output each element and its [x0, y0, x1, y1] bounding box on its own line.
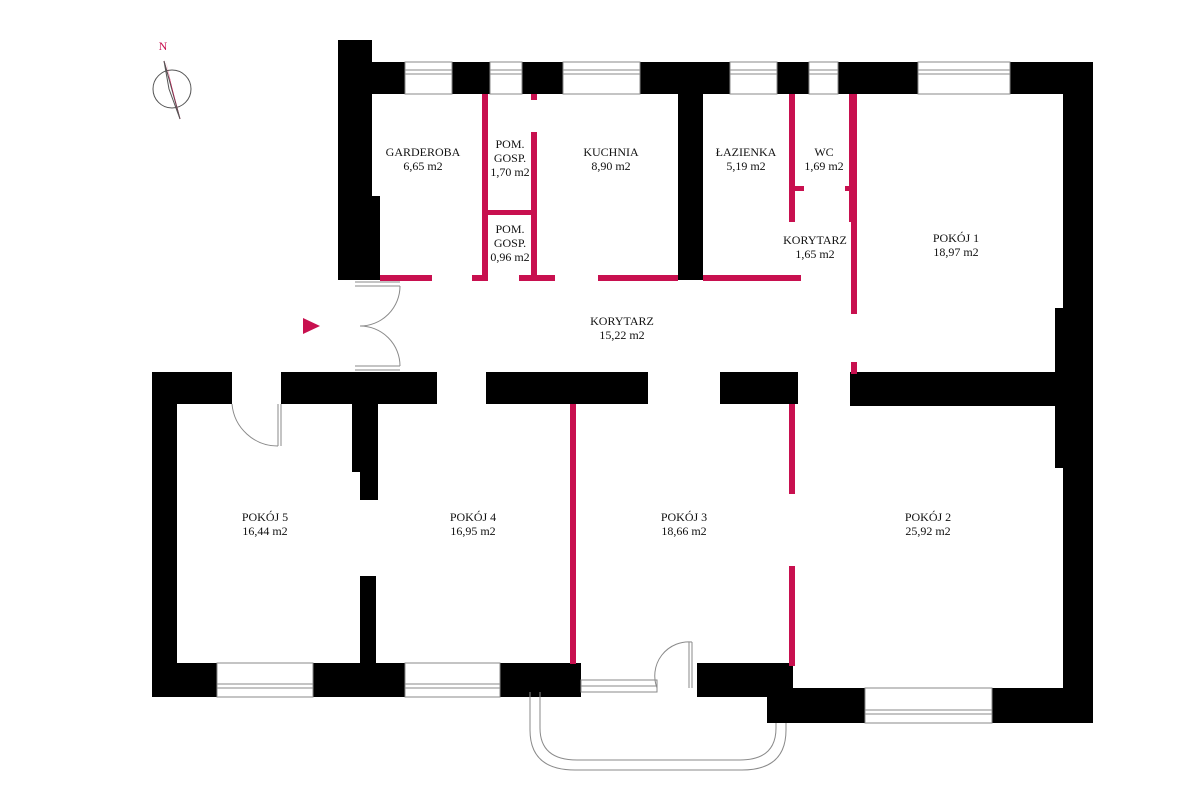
window — [216, 662, 314, 698]
room-area-pom-gosp-2: 0,96 m2 — [490, 250, 529, 264]
compass-north-label: N — [159, 39, 168, 53]
doors — [231, 281, 787, 771]
room-name2-pom-gosp-1: GOSP. — [494, 151, 526, 165]
room-name-pokoj-2: POKÓJ 2 — [905, 510, 951, 524]
room-area-wc: 1,69 m2 — [804, 159, 843, 173]
room-area-pokoj-1: 18,97 m2 — [933, 245, 978, 259]
room-name-korytarz-small: KORYTARZ — [783, 233, 847, 247]
room-area-pokoj-4: 16,95 m2 — [450, 524, 495, 538]
room-name-pokoj-3: POKÓJ 3 — [661, 510, 707, 524]
room-area-kuchnia: 8,90 m2 — [591, 159, 630, 173]
room-area-korytarz-small: 1,65 m2 — [795, 247, 834, 261]
window — [404, 662, 501, 698]
room-name-pokoj-4: POKÓJ 4 — [450, 510, 496, 524]
room-name-wc: WC — [814, 145, 833, 159]
room-name-pokoj-1: POKÓJ 1 — [933, 231, 979, 245]
room-labels: GARDEROBA 6,65 m2 POM. GOSP. 1,70 m2 POM… — [242, 137, 979, 538]
window — [864, 687, 993, 724]
room-name-garderoba: GARDEROBA — [386, 145, 461, 159]
room-name-pokoj-5: POKÓJ 5 — [242, 510, 288, 524]
room-area-pokoj-3: 18,66 m2 — [661, 524, 706, 538]
room-area-garderoba: 6,65 m2 — [403, 159, 442, 173]
entrance-arrow-icon — [303, 318, 320, 334]
window — [917, 61, 1011, 95]
room-name-lazienka: ŁAZIENKA — [716, 145, 777, 159]
room-name-pom-gosp-2: POM. — [495, 222, 524, 236]
window — [404, 61, 453, 95]
windows — [216, 61, 1011, 724]
compass-icon: N — [152, 39, 192, 120]
room-name-kuchnia: KUCHNIA — [583, 145, 639, 159]
room-name-pom-gosp-1: POM. — [495, 137, 524, 151]
room-area-lazienka: 5,19 m2 — [726, 159, 765, 173]
partitions — [380, 94, 857, 666]
room-name2-pom-gosp-2: GOSP. — [494, 236, 526, 250]
window — [729, 61, 778, 95]
room-area-pokoj-2: 25,92 m2 — [905, 524, 950, 538]
room-area-pokoj-5: 16,44 m2 — [242, 524, 287, 538]
window — [562, 61, 641, 95]
room-area-korytarz-main: 15,22 m2 — [599, 328, 644, 342]
window — [489, 61, 523, 95]
room-name-korytarz-main: KORYTARZ — [590, 314, 654, 328]
window — [808, 61, 839, 95]
room-area-pom-gosp-1: 1,70 m2 — [490, 165, 529, 179]
walls — [152, 40, 1093, 723]
